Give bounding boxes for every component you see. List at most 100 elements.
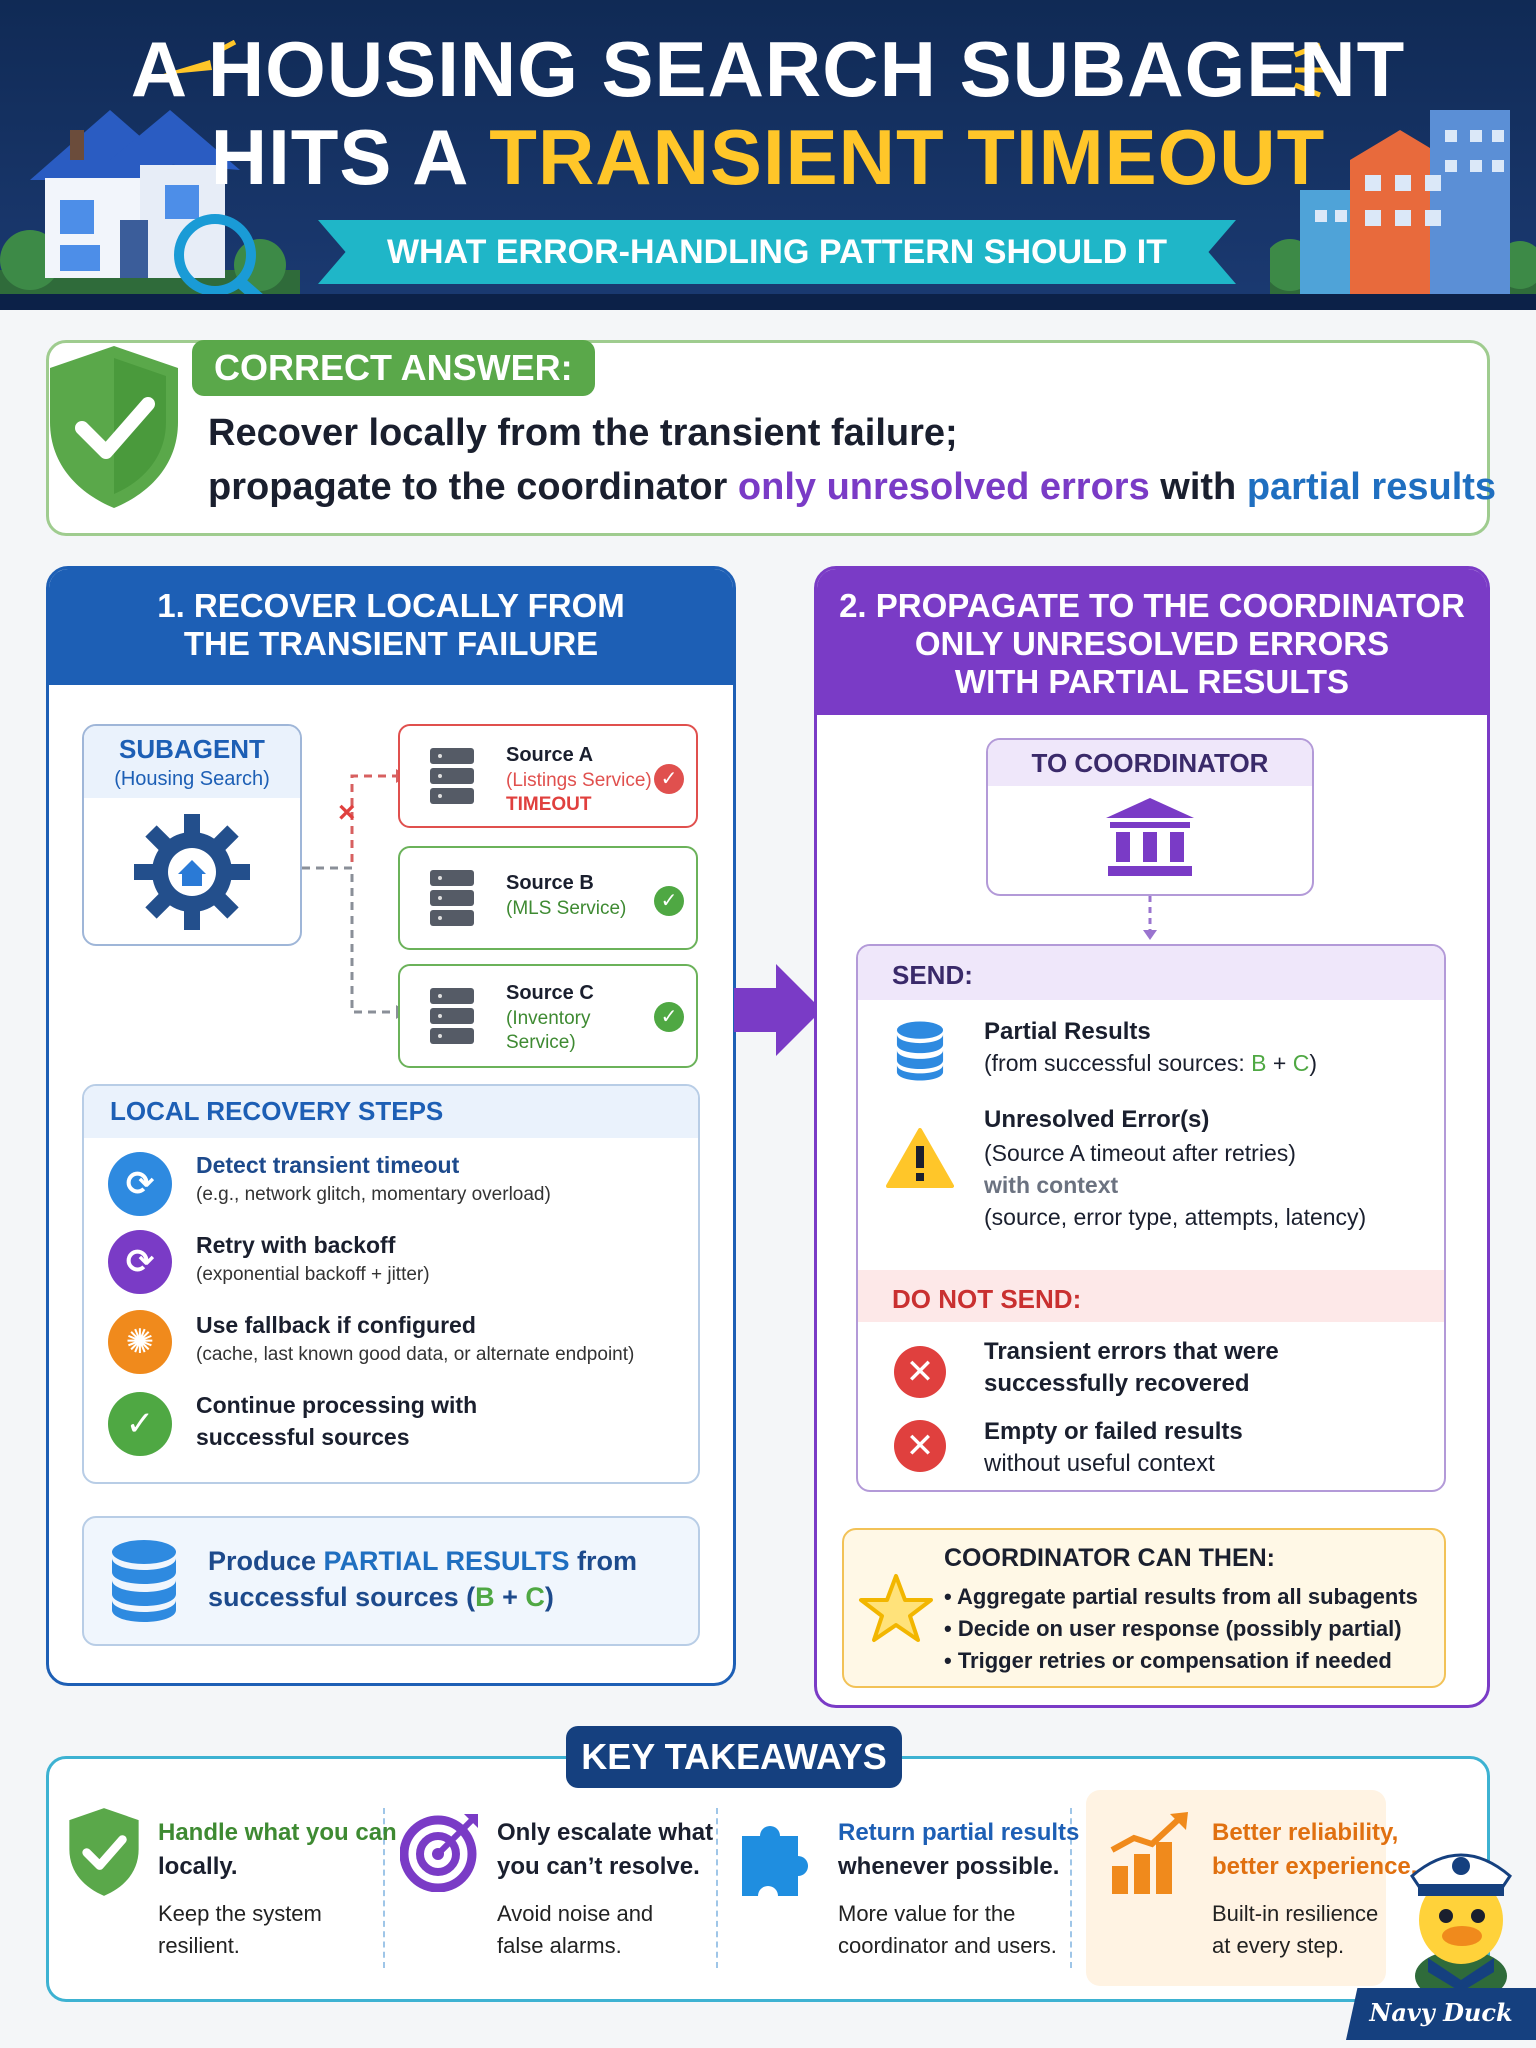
step-4-title-line2: successful sources <box>196 1424 410 1450</box>
produce-line2-prefix: successful sources ( <box>208 1582 476 1612</box>
coordinator-then-item-2: • Decide on user response (possibly part… <box>944 1616 1402 1641</box>
subtitle-ribbon: WHAT ERROR-HANDLING PATTERN SHOULD IT FO… <box>318 220 1236 284</box>
produce-line1: Produce PARTIAL RESULTS from <box>208 1546 637 1577</box>
answer-line2: propagate to the coordinator only unreso… <box>208 466 1496 509</box>
produce-line2: successful sources (B + C) <box>208 1582 554 1613</box>
key-takeaways-tag: KEY TAKEAWAYS <box>566 1726 902 1788</box>
step-1-subtitle: (e.g., network glitch, momentary overloa… <box>196 1184 551 1205</box>
right-panel-title-line2: ONLY UNRESOLVED ERRORS <box>914 625 1390 662</box>
header-banner: A HOUSING SEARCH SUBAGENT HITS A TRANSIE… <box>0 0 1536 310</box>
produce-prefix: Produce <box>208 1546 324 1576</box>
send-close: ) <box>1309 1050 1317 1076</box>
server-icon <box>430 870 474 930</box>
source-c-subtitle-line2: Service) <box>506 1032 576 1053</box>
right-panel-title-line3: WITH PARTIAL RESULTS <box>954 663 1350 700</box>
source-b-subtitle: (MLS Service) <box>506 898 627 919</box>
check-icon: ✓ <box>654 764 684 794</box>
send-header <box>858 946 1444 1000</box>
coordinator-card-header <box>988 740 1312 786</box>
coordinator-can-then-card <box>842 1528 1446 1688</box>
local-recovery-steps-title: LOCAL RECOVERY STEPS <box>110 1096 444 1126</box>
takeaway-1-title-line1: Handle what you can <box>158 1819 397 1846</box>
answer-unresolved-errors: only unresolved errors <box>737 466 1150 508</box>
title-highlight: TRANSIENT TIMEOUT <box>489 113 1326 201</box>
source-c-card: Source C (Inventory Service) ✓ <box>398 964 698 1068</box>
answer-line1: Recover locally from the transient failu… <box>208 412 958 454</box>
star-icon <box>859 1574 933 1642</box>
takeaway-3-title-line1: Return partial results <box>838 1819 1080 1846</box>
growth-chart-icon <box>1110 1812 1188 1894</box>
takeaway-4-sub-line2: at every step. <box>1212 1933 1345 1958</box>
subagent-title: SUBAGENT <box>119 734 265 764</box>
page-title-line2: HITS A TRANSIENT TIMEOUT <box>0 118 1536 196</box>
server-icon <box>430 988 474 1048</box>
do-not-send-label: DO NOT SEND: <box>892 1284 1082 1314</box>
gear-home-icon <box>134 814 250 930</box>
page-title-line1: A HOUSING SEARCH SUBAGENT <box>130 25 1406 113</box>
takeaway-2-title-line2: you can’t resolve. <box>497 1853 700 1880</box>
do-not-send-2-line2: without useful context <box>984 1450 1215 1477</box>
send-partial-results-sub: (from successful sources: B + C) <box>984 1050 1317 1077</box>
step-2-subtitle: (exponential backoff + jitter) <box>196 1264 430 1285</box>
local-recovery-steps-card <box>82 1084 700 1484</box>
shield-check-icon <box>69 1808 139 1896</box>
step-4-title-line1: Continue processing with <box>196 1392 478 1418</box>
network-fallback-icon: ✺ <box>108 1310 172 1374</box>
subagent-card-header <box>84 726 300 798</box>
retry-icon: ⟳ <box>108 1230 172 1294</box>
takeaway-divider <box>383 1808 385 1968</box>
dashed-connector <box>1143 896 1157 940</box>
subagent-subtitle: (Housing Search) <box>114 768 270 790</box>
refresh-icon: ⟳ <box>108 1152 172 1216</box>
right-panel-title-line1: 2. PROPAGATE TO THE COORDINATOR <box>839 587 1465 624</box>
target-icon <box>400 1814 478 1892</box>
answer-line2-prefix: propagate to the coordinator <box>208 466 738 508</box>
send-c: C <box>1292 1050 1310 1076</box>
takeaway-4-title-line2: better experience. <box>1212 1853 1418 1880</box>
do-not-send-header <box>858 1270 1444 1322</box>
database-icon <box>896 1021 944 1081</box>
takeaway-2-sub-line2: false alarms. <box>497 1933 622 1958</box>
bank-building-icon <box>1106 798 1194 876</box>
send-unresolved-line1: (Source A timeout after retries) <box>984 1140 1296 1166</box>
send-plus: + <box>1266 1050 1293 1076</box>
title-prefix: HITS A <box>210 113 490 201</box>
do-not-send-1-line2: successfully recovered <box>984 1370 1250 1397</box>
left-panel-header: 1. RECOVER LOCALLY FROM THE TRANSIENT FA… <box>49 569 733 685</box>
send-partial-results-title: Partial Results <box>984 1018 1151 1045</box>
takeaway-divider <box>716 1808 718 1968</box>
source-a-status: TIMEOUT <box>506 794 592 815</box>
source-c-subtitle-line1: (Inventory <box>506 1008 591 1029</box>
coordinator-then-item-1: • Aggregate partial results from all sub… <box>944 1584 1418 1609</box>
do-not-send-1-line1: Transient errors that were <box>984 1338 1279 1365</box>
send-b: B <box>1251 1050 1267 1076</box>
warning-icon <box>886 1128 954 1188</box>
source-a-card: Source A (Listings Service) TIMEOUT ✓ <box>398 724 698 828</box>
produce-b: B <box>475 1582 495 1612</box>
steps-card-header <box>84 1086 698 1138</box>
send-sub-prefix: (from successful sources: <box>984 1050 1252 1076</box>
source-c-title: Source C <box>506 982 594 1004</box>
do-not-send-2-line1: Empty or failed results <box>984 1418 1243 1445</box>
error-x-icon: ✕ <box>894 1420 946 1472</box>
takeaway-3-title-line2: whenever possible. <box>838 1853 1060 1880</box>
right-panel-header: 2. PROPAGATE TO THE COORDINATOR ONLY UNR… <box>817 569 1487 715</box>
takeaway-1-sub-line2: resilient. <box>158 1933 240 1958</box>
send-label: SEND: <box>892 960 973 990</box>
send-unresolved-title: Unresolved Error(s) <box>984 1106 1210 1133</box>
source-b-card: Source B (MLS Service) ✓ <box>398 846 698 950</box>
header-strip <box>0 294 1536 310</box>
takeaway-3-sub-line1: More value for the <box>838 1901 1016 1926</box>
send-unresolved-line2: with context <box>984 1172 1119 1198</box>
produce-c: C <box>525 1582 545 1612</box>
connector-lines: × <box>302 769 408 1019</box>
source-a-subtitle: (Listings Service) <box>506 770 652 791</box>
source-b-title: Source B <box>506 872 594 894</box>
house-illustration <box>0 110 300 310</box>
takeaway-4-title-line1: Better reliability, <box>1212 1819 1399 1846</box>
step-3-subtitle: (cache, last known good data, or alterna… <box>196 1344 635 1365</box>
mascot-ribbon <box>1346 1988 1536 2040</box>
takeaway-2-sub-line1: Avoid noise and <box>497 1901 654 1926</box>
takeaway-1-sub-line1: Keep the system <box>158 1901 322 1926</box>
subtitle-text: WHAT ERROR-HANDLING PATTERN SHOULD IT FO… <box>386 233 1168 271</box>
